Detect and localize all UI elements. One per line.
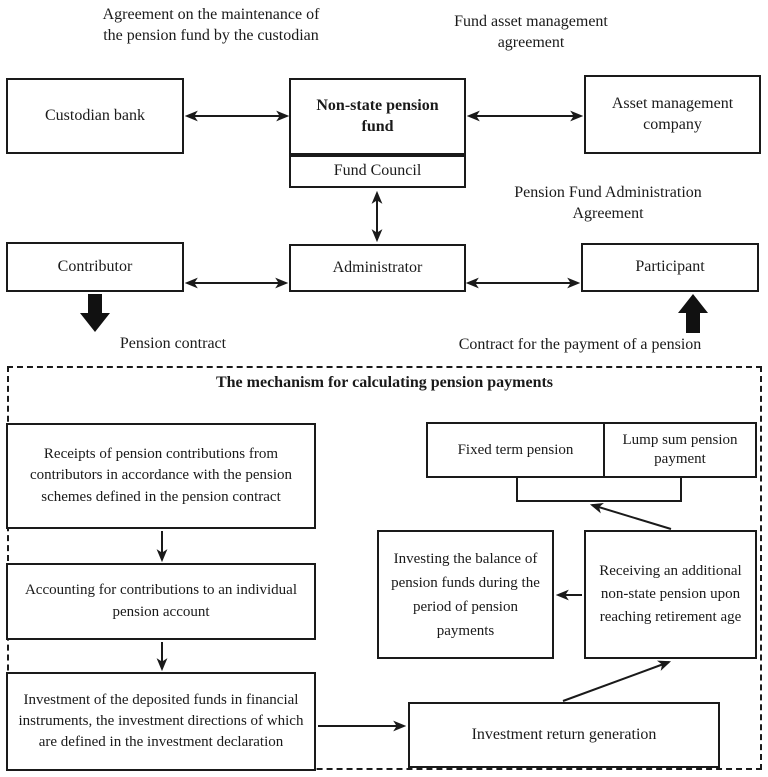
pension-contract-label: Pension contract [119,335,227,352]
custodian-agreement-label: Agreement on the maintenance of the pens… [102,6,320,44]
payment-contract-label: Contract for the payment of a pension [458,336,702,353]
administrator-box: Administrator [289,244,466,292]
thick-down-arrow-pension-contract [80,294,110,332]
custodian-bank-box: Custodian bank [6,78,184,154]
payment-types-group: Fixed term pension Lump sum pension paym… [426,422,757,478]
administration-agreement-label: Pension Fund Administration Agreement [514,184,702,222]
fixed-term-pension-box: Fixed term pension [428,424,605,476]
participant-text: Participant [635,258,705,276]
contributor-text: Contributor [57,257,133,275]
thick-up-arrow-payment-contract [678,294,708,333]
accounting-text: Accounting for contributions to an indiv… [24,582,298,620]
lump-sum-payment-text: Lump sum pension payment [622,432,738,467]
investment-return-generation-text: Investment return generation [471,725,657,743]
receiving-additional-pension-box: Receiving an additional non-state pensio… [584,530,757,659]
administrator-text: Administrator [332,258,423,276]
receipts-box: Receipts of pension contributions from c… [6,423,316,529]
asset-management-company-text: Asset management company [611,94,734,133]
asset-management-agreement-label: Fund asset management agreement [454,13,608,51]
non-state-pension-fund-box: Non-state pension fund [289,78,466,155]
contributor-box: Contributor [6,242,184,292]
accounting-box: Accounting for contributions to an indiv… [6,563,316,640]
lump-sum-payment-box: Lump sum pension payment [605,424,755,476]
custodian-bank-text: Custodian bank [45,106,145,124]
receiving-additional-pension-text: Receiving an additional non-state pensio… [599,563,742,625]
mechanism-title: The mechanism for calculating pension pa… [215,374,554,391]
asset-management-company-box: Asset management company [584,75,761,154]
fund-council-text: Fund Council [333,162,422,180]
receipts-text: Receipts of pension contributions from c… [29,446,292,505]
investing-balance-text: Investing the balance of pension funds d… [391,550,540,639]
investment-return-generation-box: Investment return generation [408,702,720,768]
fixed-term-pension-text: Fixed term pension [457,441,574,458]
participant-box: Participant [581,243,759,292]
non-state-pension-fund-text: Non-state pension fund [316,96,439,135]
investing-balance-box: Investing the balance of pension funds d… [377,530,554,659]
investment-box: Investment of the deposited funds in fin… [6,672,316,771]
investment-text: Investment of the deposited funds in fin… [18,691,304,751]
fund-council-box: Fund Council [289,155,466,188]
